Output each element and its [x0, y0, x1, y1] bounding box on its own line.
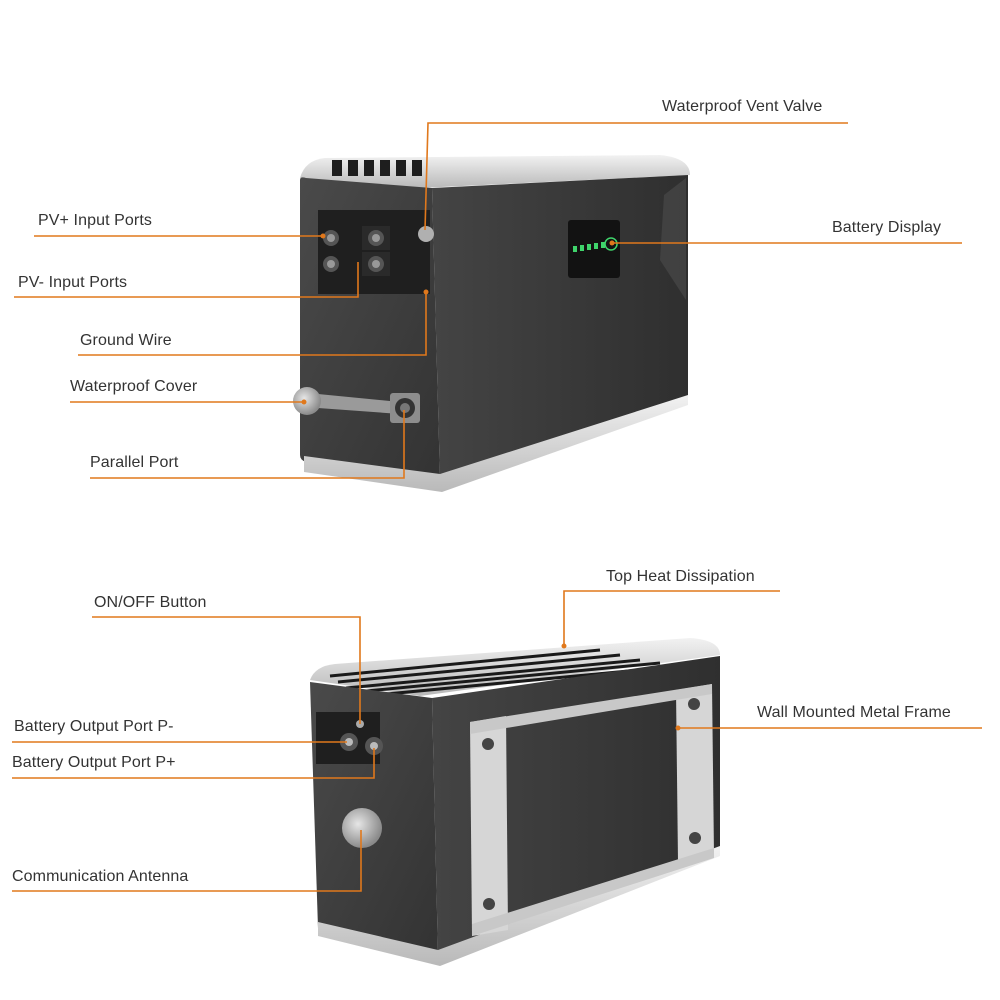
communication-antenna-cap: [342, 808, 382, 848]
label-wall-mounted-metal-frame: Wall Mounted Metal Frame: [757, 704, 951, 722]
label-ground-wire: Ground Wire: [80, 332, 172, 350]
rear-view-unit: [310, 638, 720, 966]
leader-top-heat-dissipation: [564, 591, 780, 646]
waterproof-cover-cap: [293, 387, 321, 415]
label-battery-display: Battery Display: [832, 219, 941, 237]
label-communication-antenna: Communication Antenna: [12, 868, 188, 886]
vent-valve: [418, 226, 434, 242]
label-pv-plus-input-ports: PV+ Input Ports: [38, 212, 152, 230]
label-pv-minus-input-ports: PV- Input Ports: [18, 274, 127, 292]
side-panel: [432, 175, 688, 478]
label-parallel-port: Parallel Port: [90, 454, 178, 472]
label-battery-output-port-p-minus: Battery Output Port P-: [14, 718, 174, 736]
label-battery-output-port-p-plus: Battery Output Port P+: [12, 754, 176, 772]
label-top-heat-dissipation: Top Heat Dissipation: [606, 568, 755, 586]
front-view-unit: [293, 155, 690, 492]
label-on-off-button: ON/OFF Button: [94, 594, 206, 612]
label-waterproof-vent-valve: Waterproof Vent Valve: [662, 98, 822, 116]
label-waterproof-cover: Waterproof Cover: [70, 378, 197, 396]
